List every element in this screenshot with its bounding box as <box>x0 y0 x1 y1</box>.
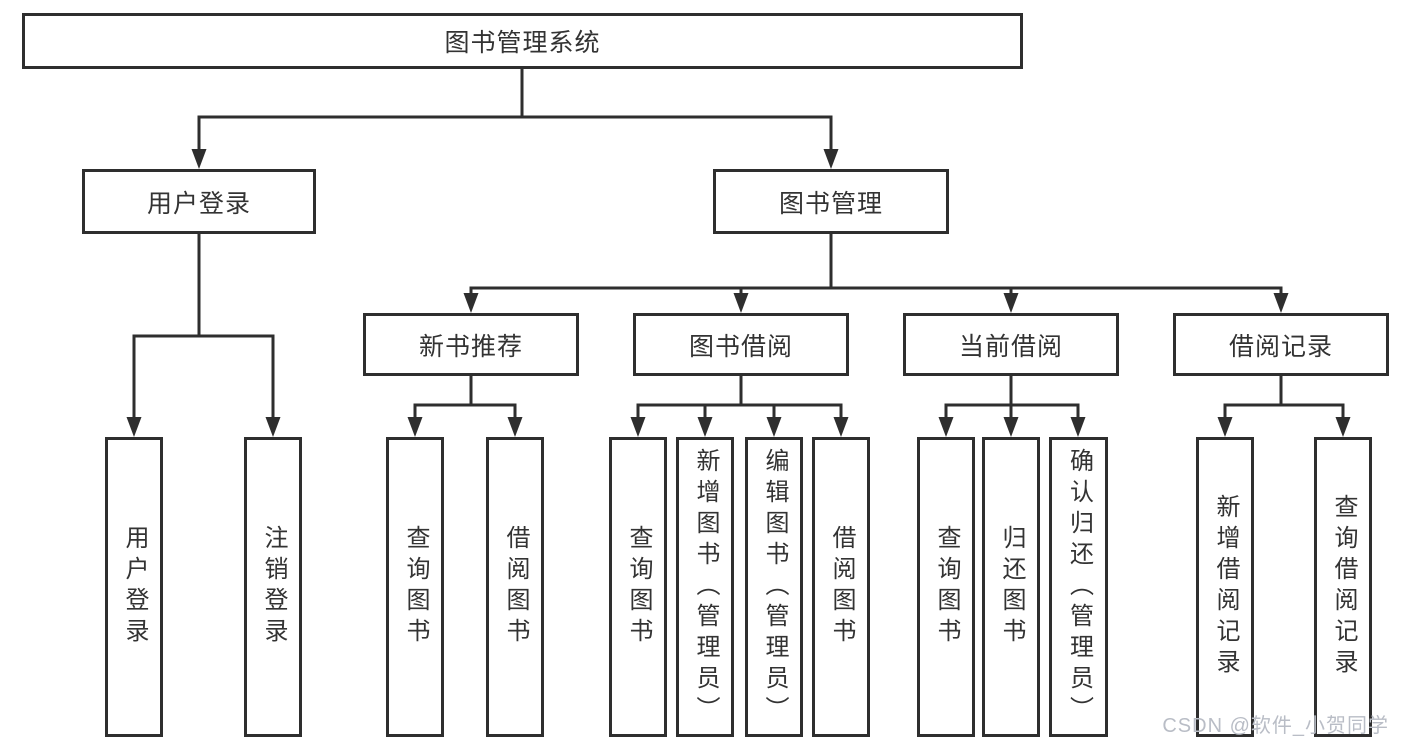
leaf-query-borrow-record-label: 查询借阅记录 <box>1330 494 1357 680</box>
node-book-management: 图书管理 <box>713 169 949 234</box>
leaf-return-books-label: 归还图书 <box>998 525 1025 649</box>
leaf-add-book-admin-label: 新增图书（管理员） <box>692 447 719 727</box>
node-book-borrowing-label: 图书借阅 <box>688 332 793 361</box>
leaf-query-books-recommend-label: 查询图书 <box>402 525 429 649</box>
leaf-query-books-current-label: 查询图书 <box>933 525 960 649</box>
leaf-confirm-return-admin-label: 确认归还（管理员） <box>1065 447 1093 727</box>
node-current-borrowing: 当前借阅 <box>903 313 1119 376</box>
node-current-borrowing-label: 当前借阅 <box>958 332 1063 361</box>
leaf-edit-book-admin: 编辑图书（管理员） <box>745 437 803 737</box>
leaf-add-borrow-record-label: 新增借阅记录 <box>1212 494 1239 680</box>
leaf-query-books-recommend: 查询图书 <box>386 437 444 737</box>
node-user-login-label: 用户登录 <box>146 189 251 218</box>
node-borrowing-records: 借阅记录 <box>1173 313 1389 376</box>
leaf-borrow-books: 借阅图书 <box>812 437 870 737</box>
leaf-user-login-label: 用户登录 <box>121 525 148 649</box>
leaf-edit-book-admin-label: 编辑图书（管理员） <box>761 447 788 727</box>
leaf-query-books-borrow-label: 查询图书 <box>625 525 652 649</box>
node-book-management-label: 图书管理 <box>778 189 883 218</box>
node-library-system-label: 图书管理系统 <box>444 29 601 57</box>
node-book-borrowing: 图书借阅 <box>633 313 849 376</box>
node-library-system: 图书管理系统 <box>22 13 1023 69</box>
leaf-confirm-return-admin: 确认归还（管理员） <box>1049 437 1108 737</box>
node-new-book-recommend: 新书推荐 <box>363 313 579 376</box>
leaf-borrow-books-recommend: 借阅图书 <box>486 437 544 737</box>
watermark: CSDN @软件_小贺同学 <box>1162 715 1389 737</box>
leaf-logout-label: 注销登录 <box>260 525 287 649</box>
node-borrowing-records-label: 借阅记录 <box>1228 332 1333 361</box>
leaf-add-book-admin: 新增图书（管理员） <box>676 437 734 737</box>
leaf-return-books: 归还图书 <box>982 437 1040 737</box>
leaf-query-books-borrow: 查询图书 <box>609 437 667 737</box>
leaf-add-borrow-record: 新增借阅记录 <box>1196 437 1254 737</box>
node-user-login: 用户登录 <box>82 169 316 234</box>
leaf-query-borrow-record: 查询借阅记录 <box>1314 437 1372 737</box>
leaf-borrow-books-recommend-label: 借阅图书 <box>502 525 529 649</box>
node-new-book-recommend-label: 新书推荐 <box>418 332 523 361</box>
leaf-query-books-current: 查询图书 <box>917 437 975 737</box>
leaf-logout: 注销登录 <box>244 437 302 737</box>
leaf-borrow-books-label: 借阅图书 <box>828 525 855 649</box>
leaf-user-login: 用户登录 <box>105 437 163 737</box>
